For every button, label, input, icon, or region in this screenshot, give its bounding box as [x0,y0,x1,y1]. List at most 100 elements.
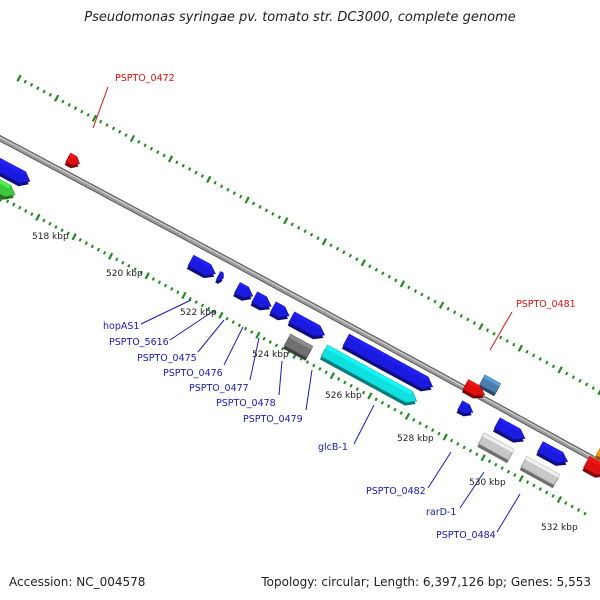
gene-label[interactable]: PSPTO_5616 [109,337,169,348]
gene-feature[interactable] [0,149,31,187]
inner-tick [393,407,397,412]
outer-tick [16,74,22,82]
outer-tick [525,349,529,354]
outer-tick [111,126,116,131]
gene-feature[interactable] [456,400,474,417]
gene-feature[interactable] [319,344,418,406]
outer-tick [137,140,141,144]
outer-tick [335,246,340,251]
label-leader-line [459,471,485,509]
inner-tick [90,244,94,249]
outer-tick [251,201,256,206]
gene-label[interactable]: PSPTO_0479 [243,414,303,425]
outer-tick [426,296,431,300]
gene-feature[interactable] [493,417,526,443]
gene-feature[interactable] [64,152,81,169]
gene-feature[interactable] [287,311,326,340]
gene-feature[interactable] [461,379,486,399]
gene-feature[interactable] [582,455,600,478]
inner-tick [170,287,174,291]
outer-tick [264,208,269,213]
inner-tick [255,331,261,339]
gene-label[interactable]: glcB-1 [318,442,348,453]
outer-tick [446,306,450,311]
outer-tick [48,92,52,97]
scale-label: 524 kbp [252,350,289,360]
outer-tick [492,331,496,336]
gene-feature[interactable] [269,301,290,321]
outer-tick [54,94,60,102]
gene-feature[interactable] [519,456,561,489]
inner-tick [494,462,498,467]
gene-label[interactable]: hopAS1 [103,321,140,332]
outer-tick [355,257,359,262]
gene-label[interactable]: PSPTO_0482 [366,486,426,497]
inner-tick [374,397,378,402]
inner-tick [237,323,241,328]
outer-tick [80,109,84,114]
inner-tick [468,448,473,453]
gene-label[interactable]: PSPTO_0481 [516,299,576,310]
inner-tick [231,320,235,324]
gene-feature[interactable] [250,291,272,311]
inner-tick [456,442,460,446]
gene-feature[interactable] [0,165,16,200]
outer-tick [188,167,192,171]
gene-feature[interactable] [233,282,254,301]
outer-tick [545,360,549,365]
outer-tick [485,328,490,333]
outer-tick [91,114,98,122]
gene-label[interactable]: rarD-1 [426,507,457,518]
outer-tick [23,79,27,84]
outer-tick [86,113,90,117]
gene-feature[interactable] [215,271,224,284]
gene-feature[interactable] [478,374,502,397]
gene-feature[interactable] [283,333,314,361]
inner-tick [538,487,542,491]
outer-tick [36,86,40,91]
gene-feature[interactable] [595,446,600,464]
gene-label[interactable]: PSPTO_0475 [137,353,197,364]
inner-tick [24,209,28,213]
accession-text: Accession: NC_004578 [9,575,146,589]
outer-tick [105,123,109,127]
scale-label: 528 kbp [397,434,434,444]
outer-tick [175,160,179,165]
inner-tick [518,474,524,483]
gene-feature[interactable] [477,432,515,464]
gene-label[interactable]: PSPTO_0477 [189,383,249,394]
label-leader-line [92,86,109,129]
gene-feature[interactable] [186,254,216,279]
inner-tick [213,310,217,314]
outer-tick [143,143,147,148]
outer-tick [194,170,198,175]
gene-feature[interactable] [341,333,434,392]
outer-tick [472,321,476,325]
outer-tick [381,271,385,276]
inner-tick [404,412,411,421]
inner-tick [513,473,517,477]
gene-label[interactable]: PSPTO_0484 [436,530,496,541]
gene-label[interactable]: PSPTO_0478 [216,398,276,409]
gene-label[interactable]: PSPTO_0476 [163,368,223,379]
inner-tick [274,343,279,348]
outer-tick [213,180,217,185]
inner-tick [268,340,272,344]
inner-tick [181,291,187,300]
inner-tick [312,363,316,368]
inner-tick [532,483,536,488]
outer-tick [407,285,411,290]
inner-tick [362,390,366,395]
outer-tick [374,267,378,272]
gene-feature[interactable] [536,441,569,466]
outer-tick [420,292,424,297]
inner-tick [60,228,64,233]
inner-tick [500,466,504,470]
gene-label[interactable]: PSPTO_0472 [115,73,175,84]
inner-tick [431,428,435,433]
inner-tick [206,306,211,311]
inner-tick [262,336,266,341]
outer-tick [181,163,185,168]
